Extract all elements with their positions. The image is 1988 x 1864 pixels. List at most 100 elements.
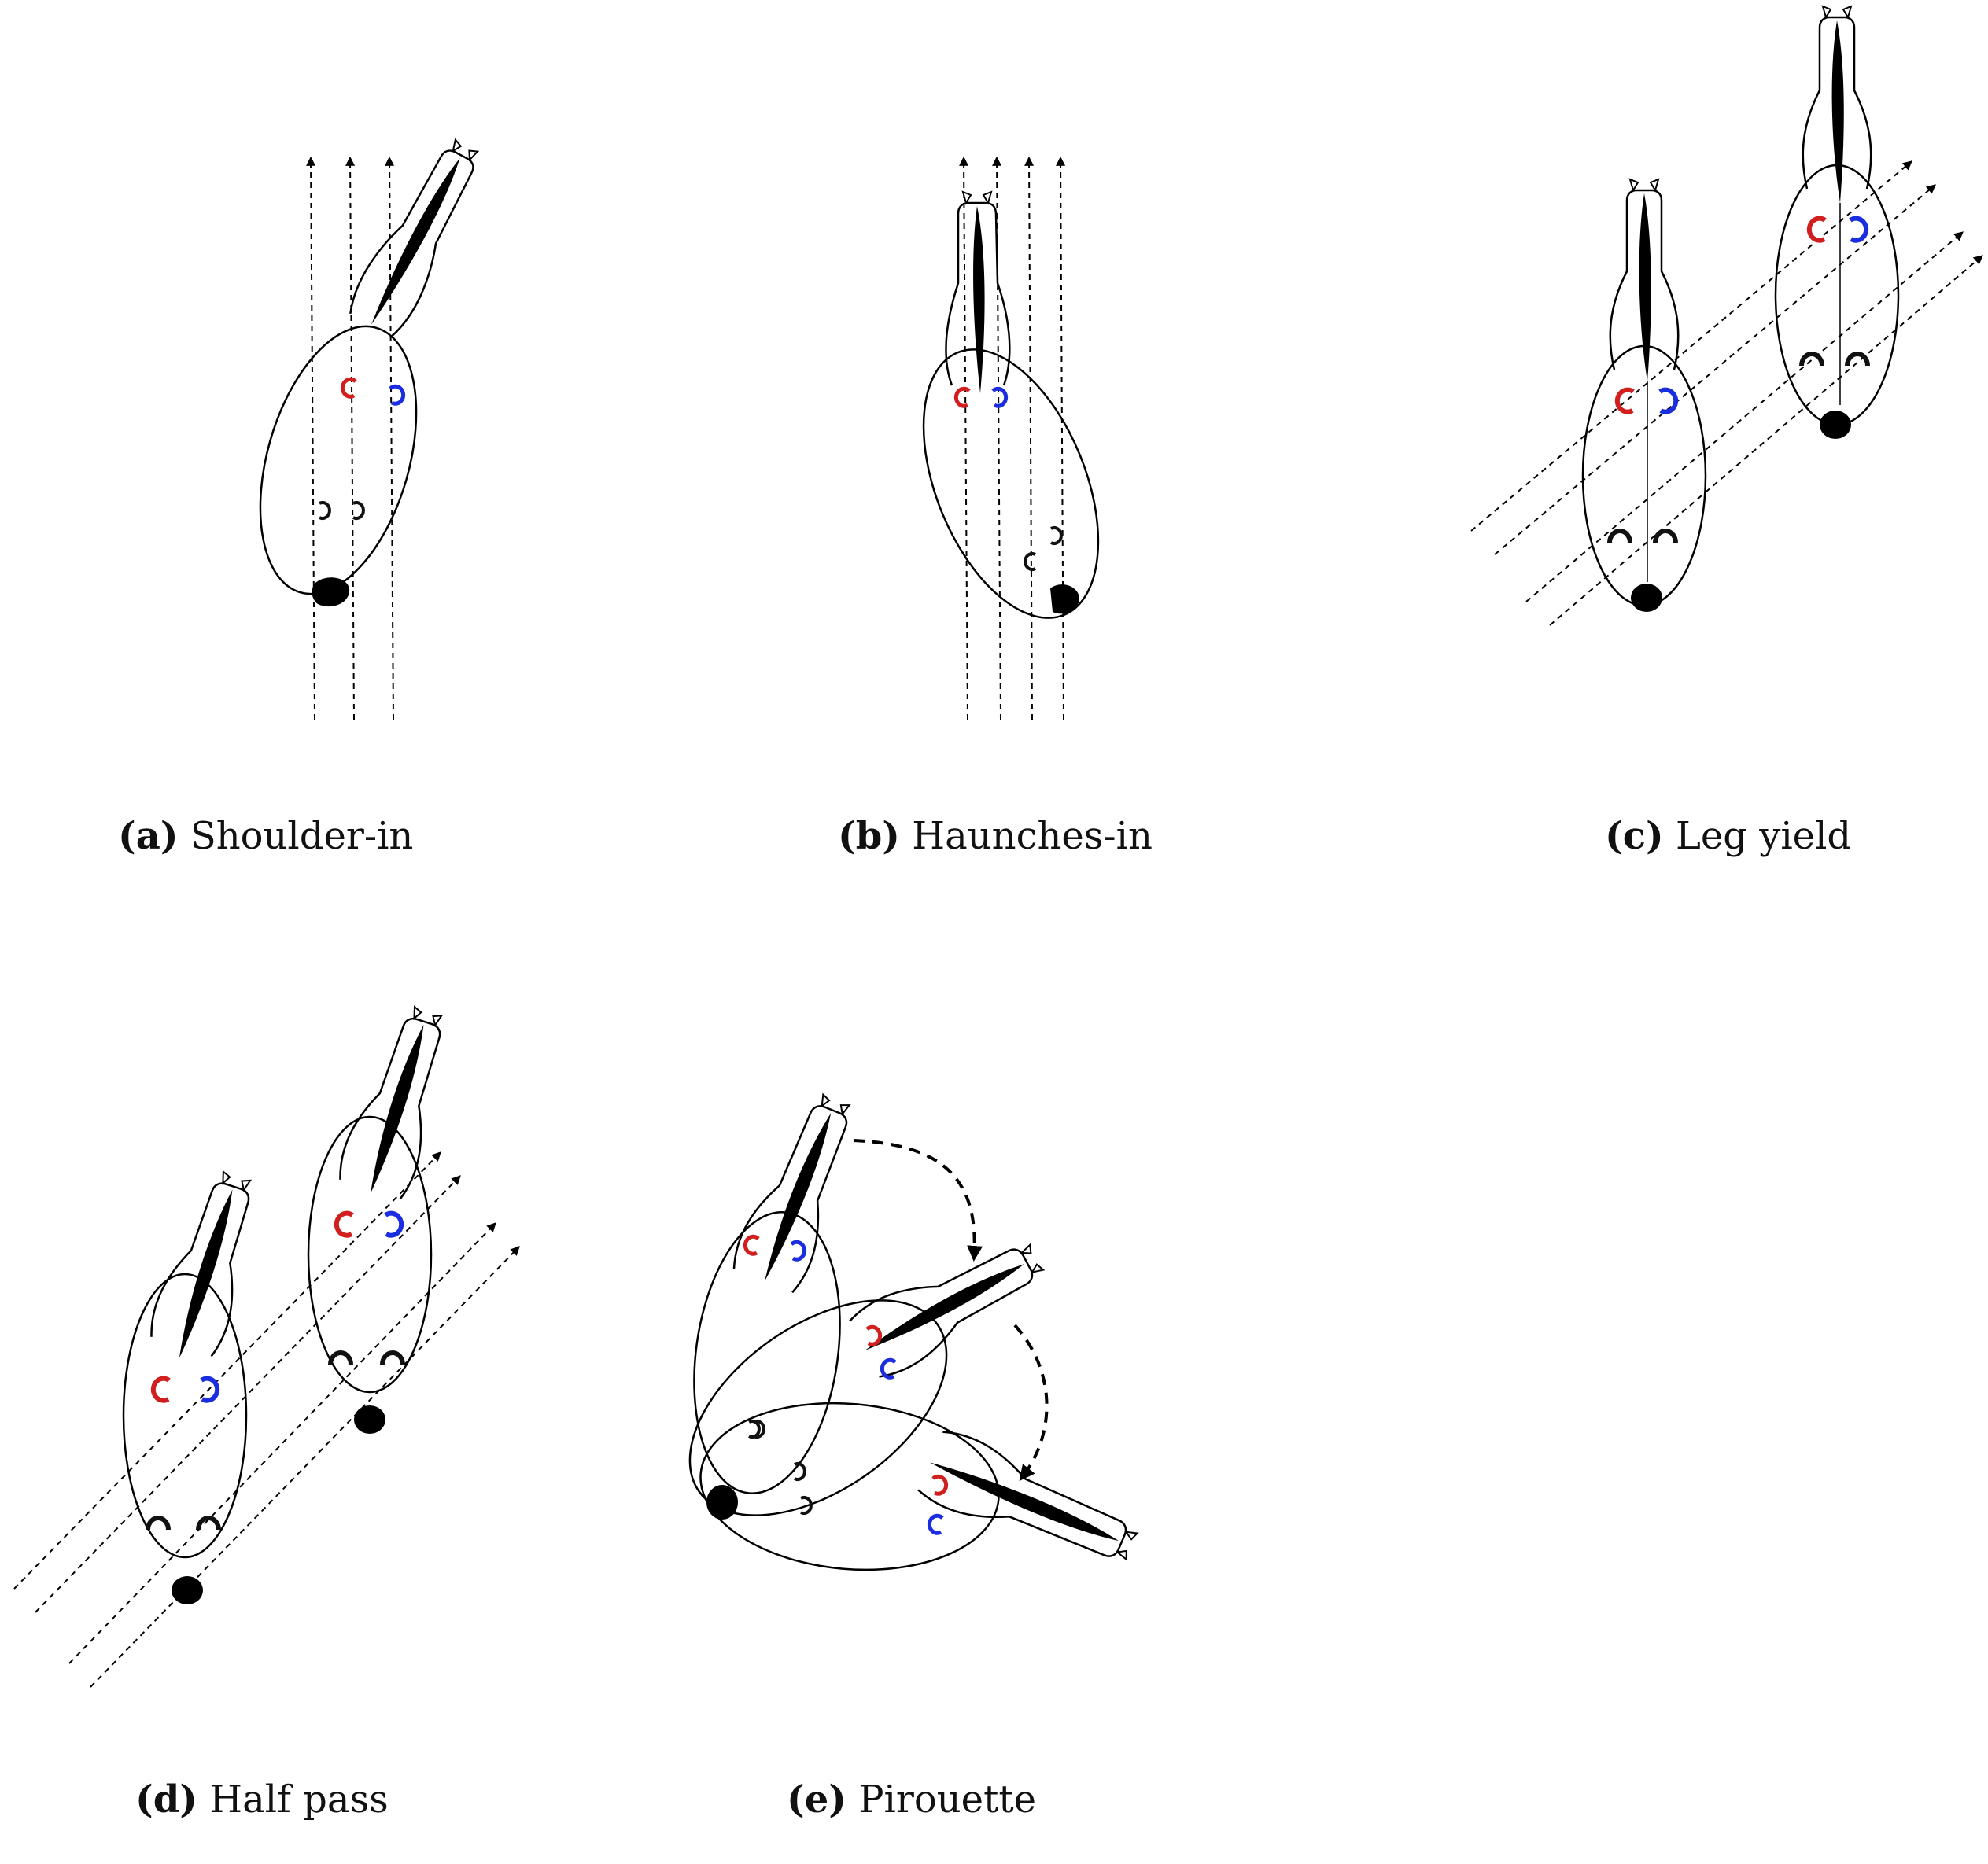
panel-d-half-pass bbox=[13, 1005, 520, 1688]
track-line bbox=[1549, 255, 1983, 626]
horseshoe-icon bbox=[1845, 352, 1870, 367]
track-line bbox=[1525, 231, 1964, 602]
horseshoe-icon bbox=[931, 1474, 949, 1496]
panel-a-horse bbox=[259, 138, 480, 607]
track-line bbox=[306, 156, 316, 720]
panel-e-horse-1 bbox=[693, 1092, 851, 1494]
mane-icon bbox=[179, 1189, 233, 1359]
horseshoe-icon bbox=[800, 1496, 813, 1515]
horseshoe-icon bbox=[389, 384, 406, 406]
ear-icon bbox=[1115, 1531, 1139, 1561]
mane-icon bbox=[764, 1113, 832, 1282]
caption-letter: a bbox=[135, 814, 160, 858]
tail-icon bbox=[706, 1485, 738, 1520]
panel-c-leg-yield bbox=[1470, 5, 1983, 626]
horse-neck bbox=[917, 1431, 1127, 1557]
horseshoe-icon bbox=[1607, 529, 1632, 543]
horseshoe-icon bbox=[953, 386, 971, 408]
horseshoe-icon bbox=[927, 1513, 944, 1535]
caption-text: Leg yield bbox=[1675, 814, 1852, 858]
horseshoe-icon bbox=[146, 1516, 171, 1531]
mane-icon bbox=[370, 1024, 424, 1194]
horse-head-neck bbox=[732, 1092, 851, 1294]
horseshoe-icon bbox=[865, 1324, 883, 1346]
ear-icon bbox=[1628, 178, 1660, 193]
horse-body bbox=[922, 348, 1100, 619]
panel-a-tracks bbox=[306, 156, 395, 720]
panel-b-horse bbox=[922, 190, 1100, 619]
horseshoe-icon bbox=[1849, 216, 1869, 243]
horseshoe-icon bbox=[794, 1462, 806, 1481]
horse-neck bbox=[849, 1248, 1034, 1378]
horseshoe-icon bbox=[384, 1210, 404, 1238]
ear-icon bbox=[821, 1092, 851, 1117]
caption-letter: d bbox=[153, 1777, 180, 1822]
horse-neck bbox=[945, 201, 1011, 386]
horseshoe-icon bbox=[196, 1516, 221, 1531]
mane-icon bbox=[929, 1462, 1119, 1542]
ear-icon bbox=[961, 190, 993, 205]
mane-icon bbox=[371, 158, 460, 325]
track-line bbox=[68, 1222, 496, 1664]
panel-c-horse-2 bbox=[1774, 5, 1900, 439]
horseshoe-icon bbox=[1806, 216, 1827, 243]
track-line bbox=[1024, 156, 1035, 720]
track-line bbox=[1494, 184, 1936, 555]
ear-icon bbox=[452, 138, 480, 162]
horse-body bbox=[259, 325, 418, 595]
ear-icon bbox=[222, 1170, 253, 1192]
track-line bbox=[90, 1246, 520, 1688]
horse-head-neck bbox=[349, 138, 480, 337]
horse-body bbox=[688, 1299, 948, 1516]
tail-icon bbox=[1631, 584, 1662, 612]
mane-icon bbox=[865, 1264, 1024, 1350]
caption-text: Shoulder-in bbox=[190, 814, 414, 858]
tail-icon bbox=[1820, 411, 1851, 439]
horseshoe-icon bbox=[1614, 387, 1635, 414]
horseshoe-icon bbox=[200, 1376, 220, 1403]
horseshoe-icon bbox=[1024, 552, 1036, 571]
track-line bbox=[345, 156, 356, 720]
track-line bbox=[1470, 160, 1912, 532]
caption-text: Haunches-in bbox=[912, 814, 1153, 858]
panel-d-horse-2 bbox=[307, 1005, 444, 1434]
track-line bbox=[1056, 156, 1066, 720]
panel-c-horse-1 bbox=[1581, 178, 1707, 612]
horse-body bbox=[1774, 164, 1900, 426]
horse-head-neck bbox=[917, 1431, 1139, 1561]
caption-b: (b) Haunches-in bbox=[838, 814, 1153, 858]
caption-a: (a) Shoulder-in bbox=[118, 814, 414, 858]
ear-icon bbox=[1821, 5, 1853, 20]
horse-neck bbox=[1802, 16, 1872, 190]
tail-icon bbox=[354, 1405, 385, 1434]
horseshoe-icon bbox=[1050, 526, 1063, 545]
horseshoe-icon bbox=[991, 386, 1009, 408]
horseshoe-icon bbox=[790, 1240, 807, 1262]
curved-dashed-arrow-icon bbox=[853, 1139, 983, 1262]
tail-icon bbox=[172, 1576, 203, 1604]
curved-dashed-arrow-icon bbox=[1013, 1324, 1049, 1482]
horse-neck bbox=[1609, 189, 1680, 370]
panel-d-tracks bbox=[13, 1151, 520, 1688]
panel-c-tracks bbox=[1470, 160, 1983, 626]
tail-icon bbox=[1050, 584, 1079, 614]
horseshoe-icon bbox=[380, 1350, 405, 1365]
panel-a-shoulder-in bbox=[259, 138, 480, 720]
mane-icon bbox=[1639, 193, 1651, 381]
caption-text: Half pass bbox=[209, 1777, 389, 1822]
horse-head-neck bbox=[150, 1170, 253, 1359]
panel-e-horse-3 bbox=[699, 1402, 1139, 1571]
horseshoe-icon bbox=[328, 1350, 353, 1365]
horseshoe-icon bbox=[1799, 352, 1824, 367]
panel-e-pirouette bbox=[688, 1092, 1139, 1571]
track-line bbox=[992, 156, 1002, 720]
caption-text: Pirouette bbox=[858, 1777, 1037, 1822]
track-line bbox=[385, 156, 395, 720]
horseshoe-icon bbox=[150, 1376, 171, 1403]
tail-icon bbox=[312, 577, 350, 607]
horse-neck bbox=[732, 1105, 848, 1294]
caption-e: (e) Pirouette bbox=[787, 1777, 1037, 1822]
horseshoe-icon bbox=[1658, 387, 1679, 414]
horseshoe-icon bbox=[352, 501, 365, 520]
